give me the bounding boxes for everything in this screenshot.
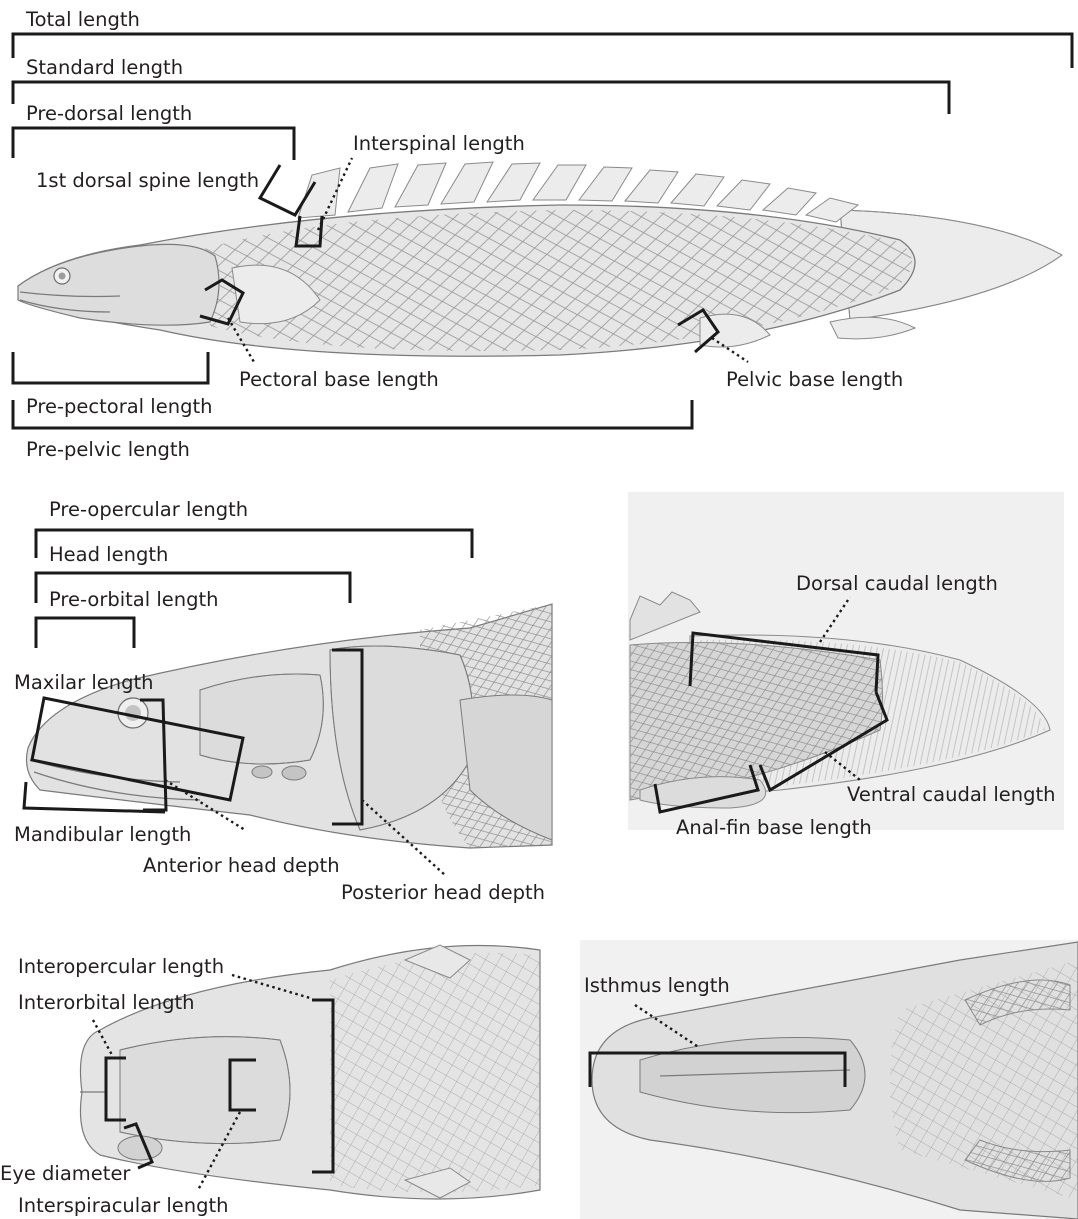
pelvic-base-length-label: Pelvic base length	[726, 370, 903, 390]
pre-pelvic-length-label: Pre-pelvic length	[26, 440, 190, 460]
mandibular-length-label: Mandibular length	[14, 825, 191, 845]
standard-length-label: Standard length	[26, 58, 183, 78]
maxilar-length-label: Maxilar length	[14, 673, 153, 693]
dorsal-caudal-length-label: Dorsal caudal length	[796, 574, 998, 594]
head-dorsal-illustration	[80, 945, 540, 1199]
pre-pectoral-length-bracket	[13, 352, 208, 383]
pre-orbital-length-label: Pre-orbital length	[49, 590, 219, 610]
interspiracular-length-label: Interspiracular length	[18, 1196, 229, 1216]
interorbital-length-label: Interorbital length	[18, 993, 194, 1013]
anal-fin-base-length-label: Anal-fin base length	[676, 818, 872, 838]
pre-dorsal-length-bracket	[13, 128, 294, 160]
pre-dorsal-length-label: Pre-dorsal length	[26, 104, 192, 124]
pre-orbital-length-bracket	[36, 618, 134, 648]
posterior-head-depth-label: Posterior head depth	[341, 883, 545, 903]
caudal-illustration	[628, 492, 1064, 830]
interopercular-length-label: Interopercular length	[18, 957, 224, 977]
head-length-label: Head length	[49, 545, 168, 565]
pre-pectoral-length-label: Pre-pectoral length	[26, 397, 212, 417]
isthmus-length-label: Isthmus length	[584, 976, 730, 996]
first-dorsal-spine-length-label: 1st dorsal spine length	[36, 171, 259, 191]
interspinal-length-label: Interspinal length	[353, 134, 525, 154]
total-length-label: Total length	[26, 10, 140, 30]
pre-opercular-length-label: Pre-opercular length	[49, 500, 248, 520]
pectoral-base-length-label: Pectoral base length	[239, 370, 439, 390]
anterior-head-depth-label: Anterior head depth	[143, 856, 340, 876]
eye-diameter-label: Eye diameter	[0, 1164, 130, 1184]
ventral-caudal-length-label: Ventral caudal length	[847, 785, 1056, 805]
